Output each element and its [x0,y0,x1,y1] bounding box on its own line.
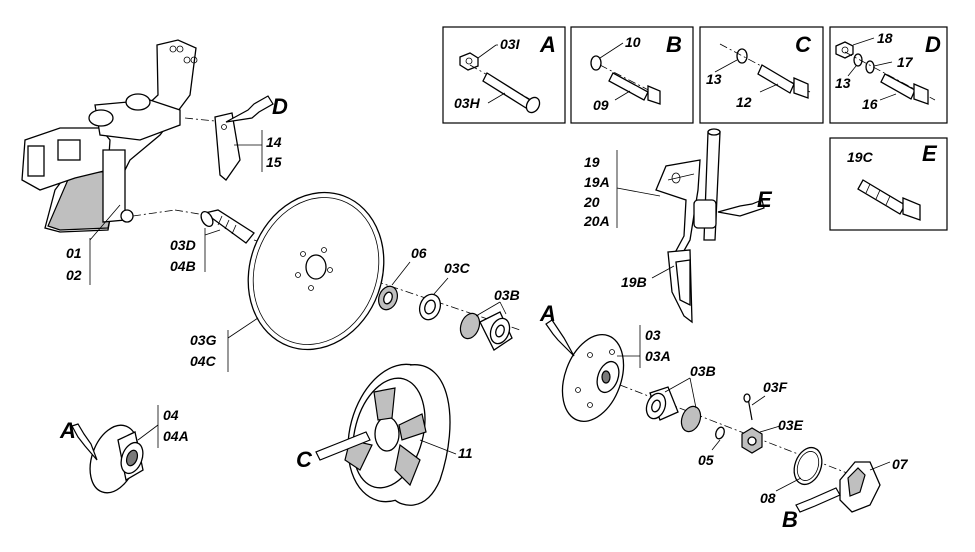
label-18: 18 [877,30,893,46]
label-03e: 03E [778,417,804,433]
leader-03b-top-b [499,301,507,315]
label-04c: 04C [190,353,217,369]
coulter-disc [247,191,385,351]
label-12: 12 [736,94,752,110]
label-04a: 04A [163,428,189,444]
callout-a-hub: A [59,418,76,443]
axle-bolt [200,209,255,244]
label-14: 14 [266,134,282,150]
callout-b: B [782,507,798,532]
callout-arrow-e [717,199,765,217]
label-20: 20 [583,194,600,210]
leader-06 [391,261,411,286]
detail-box-b: B 10 09 [570,26,694,124]
cotter-pin [743,393,753,421]
label-03b-top: 03B [494,287,520,303]
label-16: 16 [862,96,878,112]
leader-07 [869,461,891,471]
label-04: 04 [163,407,179,423]
callout-arrow-d [225,95,274,123]
callout-e: E [757,187,773,212]
dust-cap [839,461,881,513]
gasket-08 [793,446,823,486]
leader-03b-low [664,377,691,393]
label-08: 08 [760,490,776,506]
detail-box-e: E 19C [829,137,948,231]
detail-box-c-letter: C [795,32,812,57]
leader-03g [227,317,259,339]
label-03a: 03A [645,348,671,364]
label-03c: 03C [444,260,471,276]
washer-05 [715,426,725,440]
leader-05 [711,439,721,451]
bearing-upper [459,311,513,351]
leader-03b-top [475,301,501,317]
label-03f: 03F [763,379,788,395]
hub-flange [561,333,625,423]
detail-box-e-letter: E [922,141,938,166]
leader-03c [433,277,449,295]
label-11: 11 [458,445,473,461]
detail-box-c: C 13 12 [699,26,824,124]
callout-a-main: A [539,301,556,326]
hub-04 [89,424,144,494]
label-19a: 19A [584,174,610,190]
leader-03f [751,395,766,406]
leader-01 [89,204,121,241]
label-07: 07 [892,456,909,472]
label-03b-low: 03B [690,363,716,379]
callout-arrow-a-main [545,319,575,357]
leader-19b [651,265,675,279]
label-03: 03 [645,327,661,343]
leader-03e [759,425,781,433]
gauge-wheel [344,363,451,506]
callout-arrow-a-hub [71,423,98,461]
leader-03d [204,229,221,236]
callout-arrow-c [315,431,371,461]
detail-box-d-letter: D [925,32,941,57]
label-19b: 19B [621,274,647,290]
seal-ring [377,285,399,311]
detail-box-a: A 03I 03H [442,26,566,124]
detail-box-d: D 18 17 13 16 [829,26,948,124]
detail-box-a-letter: A [539,32,556,57]
label-02: 02 [66,267,82,283]
label-13-d: 13 [835,75,851,91]
spacer-ring [418,293,442,321]
label-20a: 20A [583,213,610,229]
label-13-c: 13 [706,71,722,87]
label-01: 01 [66,245,82,261]
leader-03b-low-b [689,377,697,409]
castle-nut [741,427,763,454]
callout-c: C [296,447,313,472]
detail-box-b-letter: B [666,32,682,57]
label-04b: 04B [170,258,196,274]
label-15: 15 [266,154,282,170]
label-09: 09 [593,97,609,113]
label-03d: 03D [170,237,196,253]
bearing-lower [645,386,702,433]
leader-19 [616,187,661,197]
scraper-arm [655,128,721,324]
axis-line-main [253,239,521,331]
label-03h: 03H [454,95,481,111]
callout-arrow-b [795,487,841,513]
callout-d: D [272,94,288,119]
label-10: 10 [625,34,641,50]
leader-08 [775,477,802,492]
label-03g: 03G [190,332,217,348]
label-19: 19 [584,154,600,170]
leader-04 [137,424,159,441]
label-17: 17 [897,54,914,70]
label-19c: 19C [847,149,874,165]
leader-11 [419,439,457,455]
label-06: 06 [411,245,427,261]
label-03i: 03I [500,36,521,52]
label-05: 05 [698,452,714,468]
frame-bracket [21,39,226,233]
scraper-blade [214,112,241,181]
